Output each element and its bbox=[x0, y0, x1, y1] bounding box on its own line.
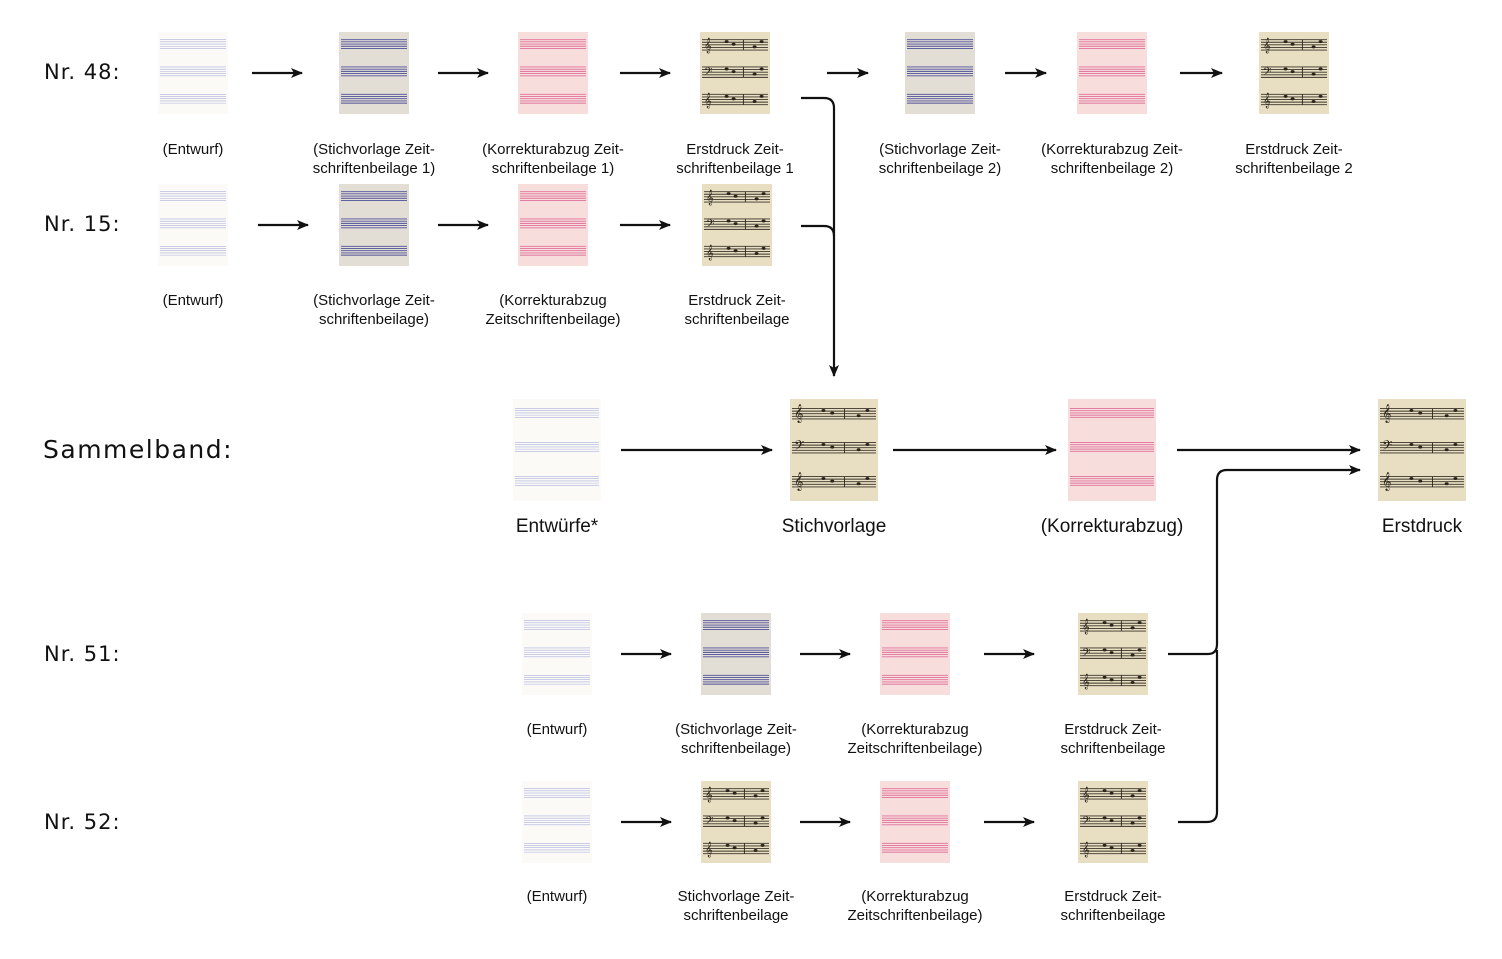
nr48-stage-1-caption: (Entwurf) bbox=[162, 141, 224, 158]
svg-text:𝄞: 𝄞 bbox=[706, 191, 714, 206]
nr52-stage-4-thumbnail: 𝄞 𝄢 𝄞 bbox=[1078, 781, 1148, 863]
nr48-stage-3-caption: (Korrekturabzug Zeit- schriftenbeilage 1… bbox=[482, 141, 624, 177]
svg-text:𝄞: 𝄞 bbox=[794, 404, 803, 424]
svg-text:𝄞: 𝄞 bbox=[706, 245, 714, 260]
sammelband-stage-2-caption: Stichvorlage bbox=[781, 516, 887, 537]
svg-text:𝄞: 𝄞 bbox=[1382, 404, 1391, 424]
svg-text:𝄞: 𝄞 bbox=[704, 93, 712, 108]
svg-text:𝄞: 𝄞 bbox=[1082, 674, 1090, 689]
nr15-stage-3-caption: (Korrekturabzug Zeitschriftenbeilage) bbox=[485, 292, 621, 328]
svg-text:𝄞: 𝄞 bbox=[1263, 39, 1271, 54]
sammelband-stage-4-caption: Erstdruck bbox=[1381, 516, 1463, 537]
nr51-stage-2-thumbnail bbox=[701, 613, 771, 695]
svg-text:𝄢: 𝄢 bbox=[1082, 647, 1090, 662]
nr52-stage-1-caption: (Entwurf) bbox=[526, 888, 588, 905]
nr48-stage-5-caption: (Stichvorlage Zeit- schriftenbeilage 2) bbox=[878, 141, 1002, 177]
svg-text:𝄞: 𝄞 bbox=[1382, 472, 1391, 492]
svg-text:𝄞: 𝄞 bbox=[1263, 93, 1271, 108]
nr48-stage-2-caption: (Stichvorlage Zeit- schriftenbeilage 1) bbox=[312, 141, 436, 177]
sammelband-stage-3-caption: (Korrekturabzug) bbox=[1040, 516, 1184, 537]
row-label-nr15: Nr. 15: bbox=[44, 212, 121, 236]
sammelband-stage-3-thumbnail bbox=[1068, 399, 1156, 501]
nr48-stage-6-caption: (Korrekturabzug Zeit- schriftenbeilage 2… bbox=[1041, 141, 1183, 177]
sammelband-stage-2-thumbnail: 𝄞 𝄢 𝄞 bbox=[790, 399, 878, 501]
svg-text:𝄢: 𝄢 bbox=[704, 66, 712, 81]
row-label-sammelband: Sammelband: bbox=[43, 435, 234, 464]
svg-text:𝄞: 𝄞 bbox=[704, 39, 712, 54]
svg-text:𝄞: 𝄞 bbox=[1082, 620, 1090, 635]
sammelband-stage-1-thumbnail bbox=[513, 399, 601, 501]
svg-text:𝄢: 𝄢 bbox=[706, 218, 714, 233]
nr51-stage-2-caption: (Stichvorlage Zeit- schriftenbeilage) bbox=[675, 721, 797, 757]
connector-nr51-to-erstdruck bbox=[1168, 465, 1361, 656]
svg-text:𝄢: 𝄢 bbox=[1263, 66, 1271, 81]
row-label-nr48: Nr. 48: bbox=[44, 60, 121, 84]
nr48-stage-5-thumbnail bbox=[905, 32, 975, 114]
nr51-stage-1-caption: (Entwurf) bbox=[526, 721, 588, 738]
nr48-stage-3-thumbnail bbox=[518, 32, 588, 114]
sammelband-stage-1-caption: Entwürfe* bbox=[515, 516, 599, 537]
svg-text:𝄞: 𝄞 bbox=[1082, 788, 1090, 803]
svg-text:𝄢: 𝄢 bbox=[1082, 815, 1090, 830]
nr48-stage-7-thumbnail: 𝄞 𝄢 𝄞 bbox=[1259, 32, 1329, 114]
nr51-stage-3-thumbnail bbox=[880, 613, 950, 695]
sammelband-stage-4-thumbnail: 𝄞 𝄢 𝄞 bbox=[1378, 399, 1466, 501]
nr48-stage-1-thumbnail bbox=[158, 32, 228, 114]
row-label-nr52: Nr. 52: bbox=[44, 810, 121, 834]
nr52-stage-4-caption: Erstdruck Zeit- schriftenbeilage bbox=[1060, 888, 1166, 924]
svg-text:𝄞: 𝄞 bbox=[1082, 842, 1090, 857]
nr52-stage-3-thumbnail bbox=[880, 781, 950, 863]
connector-nr15-to-stichvorlage bbox=[801, 224, 836, 237]
nr52-stage-2-caption: Stichvorlage Zeit- schriftenbeilage bbox=[677, 888, 795, 924]
nr51-stage-3-caption: (Korrekturabzug Zeitschriftenbeilage) bbox=[847, 721, 983, 757]
nr51-stage-4-caption: Erstdruck Zeit- schriftenbeilage bbox=[1060, 721, 1166, 757]
svg-text:𝄢: 𝄢 bbox=[794, 438, 804, 457]
nr51-stage-4-thumbnail: 𝄞 𝄢 𝄞 bbox=[1078, 613, 1148, 695]
nr15-stage-1-caption: (Entwurf) bbox=[162, 292, 224, 309]
nr48-stage-4-thumbnail: 𝄞 𝄢 𝄞 bbox=[700, 32, 770, 114]
nr48-stage-6-thumbnail bbox=[1077, 32, 1147, 114]
svg-text:𝄢: 𝄢 bbox=[1382, 438, 1392, 457]
svg-text:𝄞: 𝄞 bbox=[794, 472, 803, 492]
svg-text:𝄞: 𝄞 bbox=[705, 842, 713, 857]
nr52-stage-1-thumbnail bbox=[522, 781, 592, 863]
nr48-stage-7-caption: Erstdruck Zeit- schriftenbeilage 2 bbox=[1235, 141, 1353, 177]
nr48-stage-2-thumbnail bbox=[339, 32, 409, 114]
nr15-stage-4-caption: Erstdruck Zeit- schriftenbeilage bbox=[684, 292, 790, 328]
row-label-nr51: Nr. 51: bbox=[44, 642, 121, 666]
nr51-stage-1-thumbnail bbox=[522, 613, 592, 695]
svg-text:𝄞: 𝄞 bbox=[705, 788, 713, 803]
nr15-stage-3-thumbnail bbox=[518, 184, 588, 266]
nr52-stage-2-thumbnail: 𝄞 𝄢 𝄞 bbox=[701, 781, 771, 863]
nr48-stage-4-caption: Erstdruck Zeit- schriftenbeilage 1 bbox=[676, 141, 794, 177]
svg-text:𝄢: 𝄢 bbox=[705, 815, 713, 830]
nr15-stage-2-thumbnail bbox=[339, 184, 409, 266]
nr15-stage-4-thumbnail: 𝄞 𝄢 𝄞 bbox=[702, 184, 772, 266]
nr15-stage-2-caption: (Stichvorlage Zeit- schriftenbeilage) bbox=[313, 292, 435, 328]
nr15-stage-1-thumbnail bbox=[158, 184, 228, 266]
nr52-stage-3-caption: (Korrekturabzug Zeitschriftenbeilage) bbox=[847, 888, 983, 924]
